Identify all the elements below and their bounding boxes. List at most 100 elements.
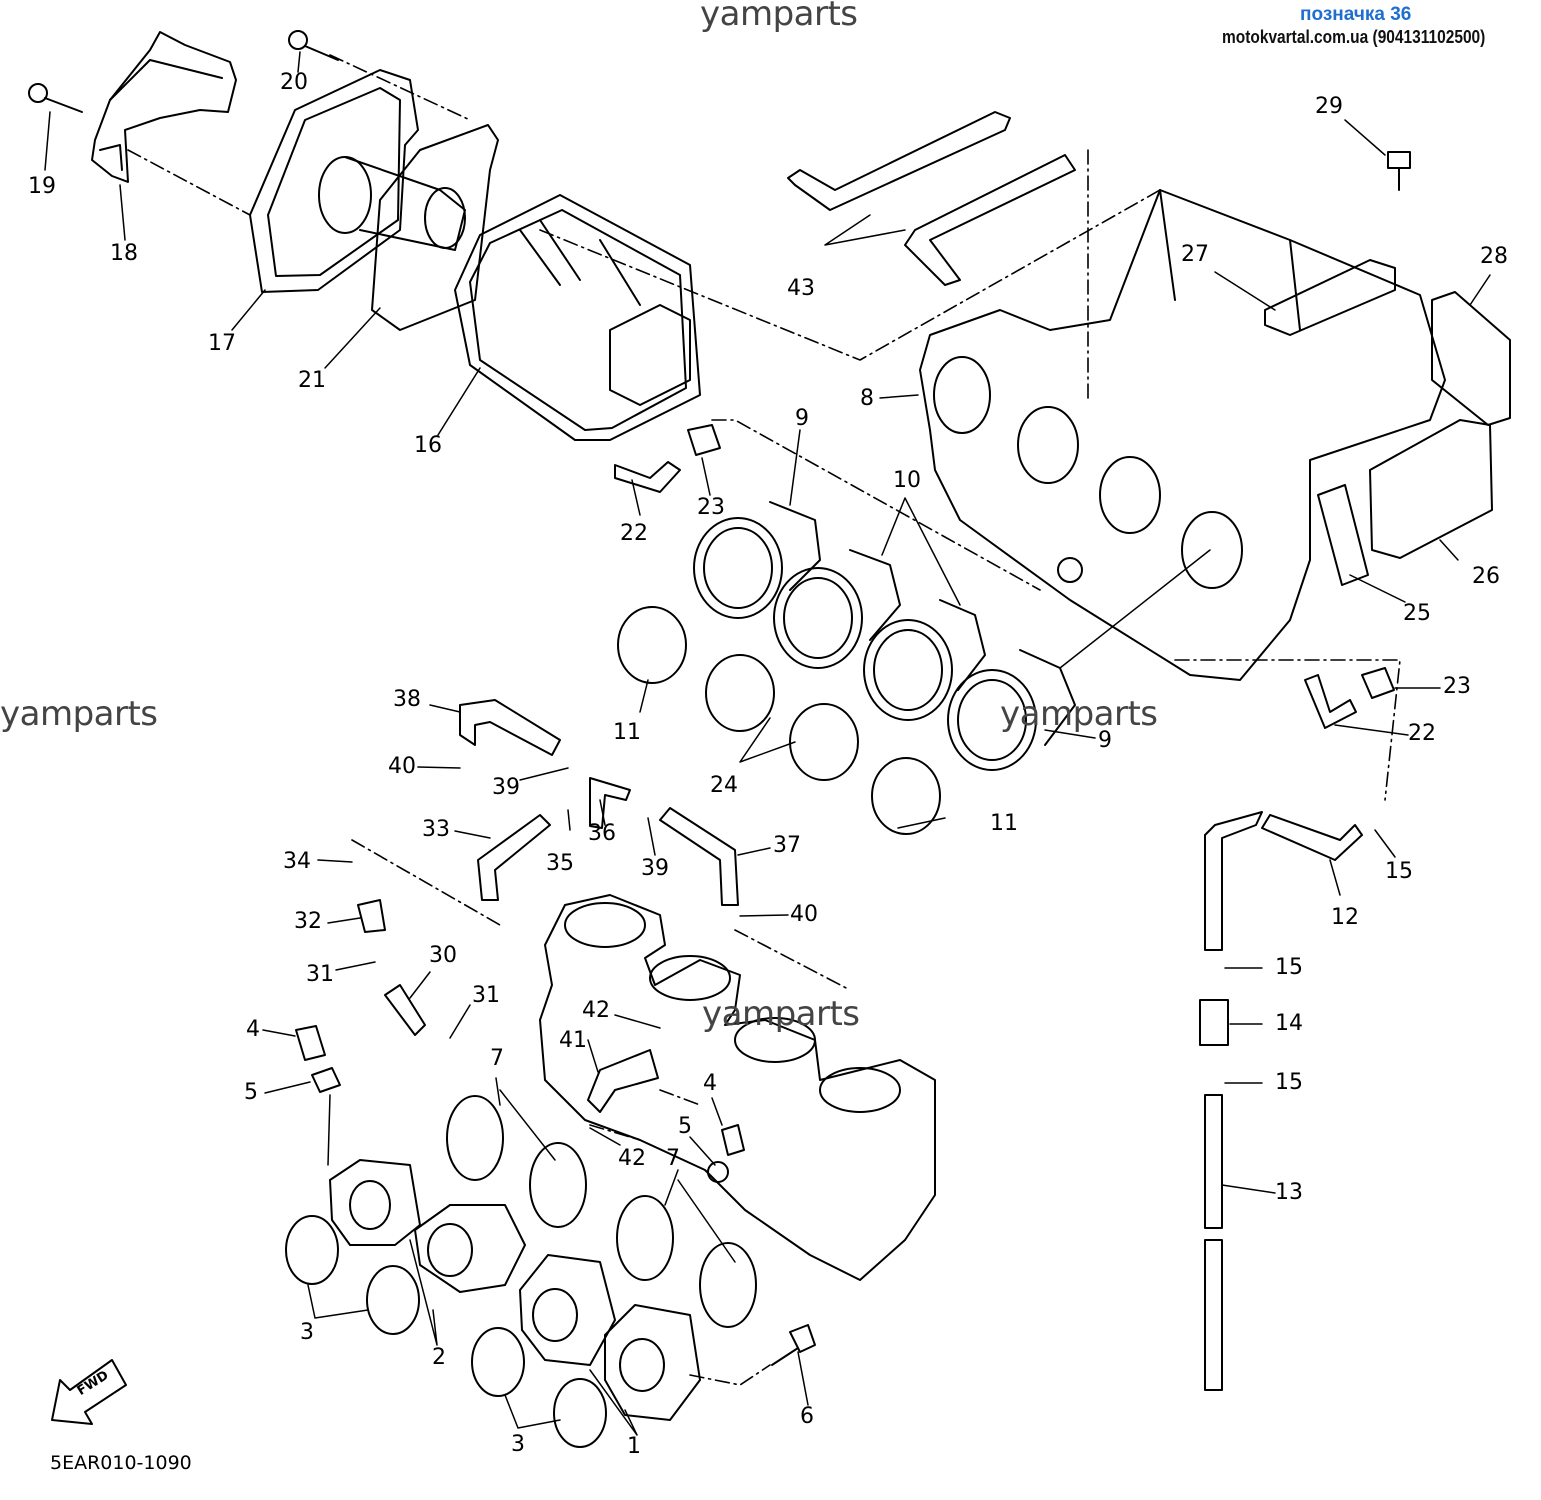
part-26 [1369,419,1493,559]
oring-3a [285,1215,339,1285]
case-body-17 [249,69,466,293]
fitting-22a [614,461,681,493]
callout-label: 22 [620,521,648,546]
callout-label: 38 [393,687,421,712]
callout-label: 3 [511,1432,525,1457]
callout-label: 24 [710,773,738,798]
callout-label: 21 [298,368,326,393]
callout-label: 22 [1408,721,1436,746]
callout-label: 39 [492,775,520,800]
callout-label: 32 [294,909,322,934]
fitting-22b [1304,674,1357,729]
callout-label: 34 [283,849,311,874]
callout-label: 40 [388,754,416,779]
clamp-7d [699,1242,757,1328]
filter-14 [1199,999,1229,1046]
part-27 [1264,259,1396,336]
watermark: yamparts [1000,694,1158,734]
screw-5b [707,1161,729,1183]
callout-label: 15 [1275,955,1303,980]
hose-33 [477,814,551,901]
callout-label: 11 [990,811,1018,836]
callout-label: 5 [678,1114,692,1139]
filter-element-16 [454,194,701,441]
callout-label: 42 [618,1146,646,1171]
callout-label: 43 [787,276,815,301]
source-site: motokvartal.com.ua (904131102500) [1222,27,1486,47]
callout-label: 26 [1472,564,1500,589]
clamp-7a [446,1095,504,1181]
joint-9a [693,501,821,619]
hose-43a [787,111,1011,211]
oring-3b [366,1265,420,1335]
screw-5a [311,1067,341,1093]
manifold-2a [329,1159,421,1246]
hose-41 [587,1049,659,1113]
callout-label: 7 [490,1046,504,1071]
hose-12 [1261,814,1363,861]
hose-38 [459,699,561,756]
callout-label: 1 [627,1434,641,1459]
hose-upper [1204,811,1263,951]
bolt-29 [1387,151,1411,191]
callout-label: 4 [703,1071,717,1096]
callout-label: 30 [429,943,457,968]
callout-label: 19 [28,174,56,199]
fwd-arrow [51,1359,127,1425]
callout-label: 11 [613,720,641,745]
clamp-24b [789,703,859,781]
callout-label: 36 [588,821,616,846]
callout-label: 20 [280,70,308,95]
bolt-20 [288,30,339,61]
diagram-reference-label: позначка 36 [1300,4,1412,25]
cap-4a [295,1025,326,1061]
callout-label: 31 [306,962,334,987]
callout-label: 18 [110,241,138,266]
callout-label: 31 [472,983,500,1008]
callout-label: 9 [1098,728,1112,753]
callout-label: 3 [300,1320,314,1345]
callout-label: 15 [1275,1070,1303,1095]
callout-label: 15 [1385,859,1413,884]
hose-43b [904,154,1076,286]
joint-9b [947,649,1076,771]
part-25 [1317,484,1369,586]
carburetor-assembly [539,894,936,1281]
assembly-lines [127,54,1401,1386]
callout-label: 4 [246,1017,260,1042]
clamp-7b [529,1142,587,1228]
callout-label: 27 [1181,242,1209,267]
joint-10a [773,549,901,669]
callout-label: 23 [1443,674,1471,699]
callout-label: 28 [1480,244,1508,269]
callout-label: 16 [414,433,442,458]
joint-36 [589,777,631,829]
watermark: yamparts [702,994,860,1034]
air-box-8 [919,189,1446,681]
grommet-23a [687,424,721,456]
gasket-21 [371,124,499,331]
leader-lines [44,51,1491,1436]
diagram-code: 5EAR010-1090 [50,1452,192,1474]
callout-label: 35 [546,851,574,876]
part-28 [1431,291,1511,426]
watermark: yamparts [0,694,158,734]
callout-label: 41 [559,1028,587,1053]
manifold-2b [414,1204,526,1293]
cap-4b [721,1124,745,1156]
callout-label: 37 [773,833,801,858]
oring-3d [553,1378,607,1448]
callout-label: 33 [422,817,450,842]
clamp-24a [705,654,775,732]
callout-label: 25 [1403,601,1431,626]
callout-label: 9 [795,406,809,431]
clamp-11a [617,606,687,684]
callout-label: 6 [800,1404,814,1429]
hose-37 [659,807,739,906]
callout-label: 40 [790,902,818,927]
callout-label: 2 [432,1345,446,1370]
joint-32 [357,899,386,933]
callout-label: 5 [244,1080,258,1105]
